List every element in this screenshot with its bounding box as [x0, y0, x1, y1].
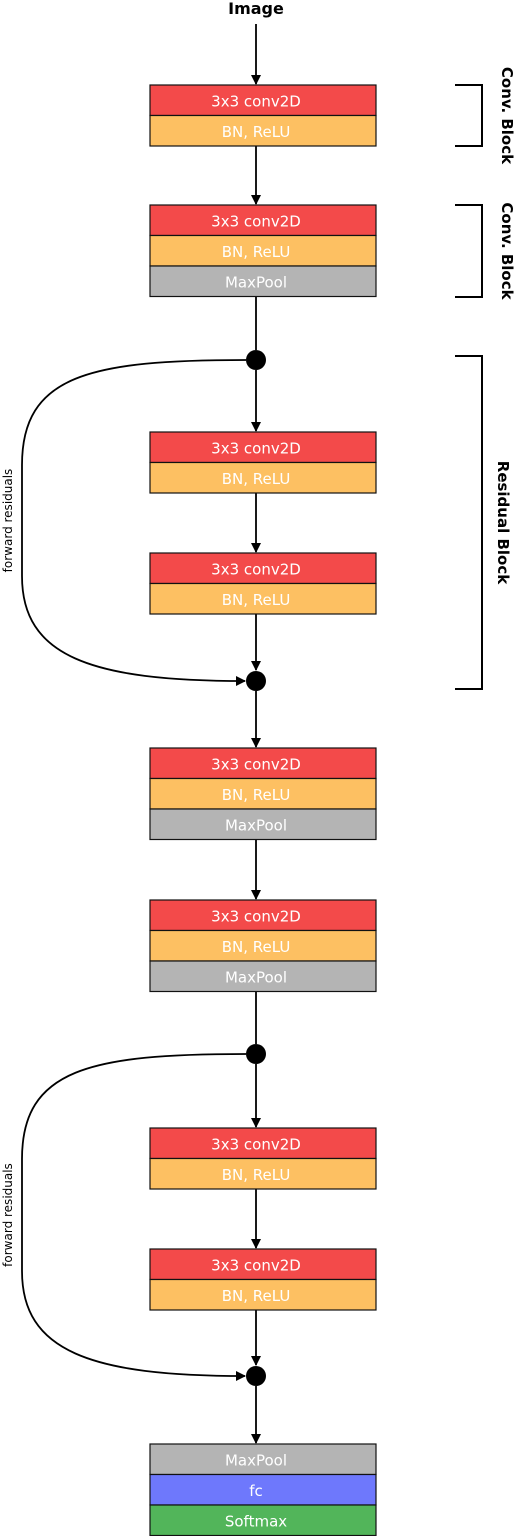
conv-label: 3x3 conv2D	[211, 1135, 301, 1153]
bn-label: BN, ReLU	[222, 938, 291, 956]
layer-stack-4: 3x3 conv2D BN, ReLU	[149, 552, 377, 615]
layer-stack-6: 3x3 conv2D BN, ReLU MaxPool	[149, 899, 377, 993]
conv-label: 3x3 conv2D	[211, 560, 301, 578]
bn-block	[149, 461, 377, 494]
bn-block	[149, 1278, 377, 1311]
bn-label: BN, ReLU	[222, 1287, 291, 1305]
junction-node	[246, 350, 266, 370]
conv-block	[149, 1248, 377, 1281]
skip-connection-label: forward residuals	[1, 469, 15, 573]
skip-connection-label: forward residuals	[1, 1163, 15, 1267]
block-bracket-label: Conv. Block	[498, 67, 514, 165]
edges	[21, 24, 266, 1444]
junction-node	[246, 1044, 266, 1064]
bn-label: BN, ReLU	[222, 470, 291, 488]
junction-node	[246, 1366, 266, 1386]
skip-connection-arrow	[21, 1053, 247, 1381]
block-bracket-label: Conv. Block	[498, 202, 514, 300]
block-bracket-label: Residual Block	[494, 461, 512, 585]
bn-block	[149, 777, 377, 810]
conv-label: 3x3 conv2D	[211, 1256, 301, 1274]
junction-node	[246, 671, 266, 691]
conv-label: 3x3 conv2D	[211, 439, 301, 457]
annotations: forward residuals forward residuals Conv. …	[1, 67, 514, 1267]
pool-label: MaxPool	[225, 968, 287, 986]
conv-block	[149, 204, 377, 237]
layer-stack-5: 3x3 conv2D BN, ReLU MaxPool	[149, 747, 377, 841]
conv-label: 3x3 conv2D	[211, 212, 301, 230]
layer-stack-7: 3x3 conv2D BN, ReLU	[149, 1127, 377, 1190]
layer-stack-3: 3x3 conv2D BN, ReLU	[149, 431, 377, 494]
bn-block	[149, 1157, 377, 1190]
bn-block	[149, 114, 377, 147]
pool-block	[149, 265, 377, 298]
skip-connection-arrow	[21, 359, 247, 686]
conv-label: 3x3 conv2D	[211, 755, 301, 773]
bn-label: BN, ReLU	[222, 786, 291, 804]
conv-block	[149, 1127, 377, 1160]
bn-label: BN, ReLU	[222, 243, 291, 261]
layer-stack-8: 3x3 conv2D BN, ReLU	[149, 1248, 377, 1311]
pool-block	[149, 808, 377, 841]
fc-label: fc	[249, 1482, 263, 1500]
pool-label: MaxPool	[225, 273, 287, 291]
conv-label: 3x3 conv2D	[211, 92, 301, 110]
conv-block	[149, 84, 377, 117]
conv-block	[149, 431, 377, 464]
softmax-label: Softmax	[225, 1512, 287, 1530]
conv-label: 3x3 conv2D	[211, 907, 301, 925]
layer-stack-1: 3x3 conv2D BN, ReLU	[149, 84, 377, 147]
block-bracket	[455, 84, 483, 147]
bn-label: BN, ReLU	[222, 123, 291, 141]
layer-stack-2: 3x3 conv2D BN, ReLU MaxPool	[149, 204, 377, 298]
block-bracket	[455, 355, 483, 690]
bn-label: BN, ReLU	[222, 591, 291, 609]
bn-label: BN, ReLU	[222, 1166, 291, 1184]
pool-label: MaxPool	[225, 1451, 287, 1469]
conv-block	[149, 899, 377, 932]
pool-block	[149, 960, 377, 993]
bn-block	[149, 929, 377, 962]
fc-block	[149, 1473, 377, 1506]
blocks: 3x3 conv2D BN, ReLU 3x3 conv2D BN, ReLU MaxP…	[149, 84, 377, 1536]
bn-block	[149, 582, 377, 615]
block-bracket	[455, 204, 483, 298]
softmax-block	[149, 1504, 377, 1536]
pool-label: MaxPool	[225, 816, 287, 834]
input-label: Image	[228, 0, 284, 18]
